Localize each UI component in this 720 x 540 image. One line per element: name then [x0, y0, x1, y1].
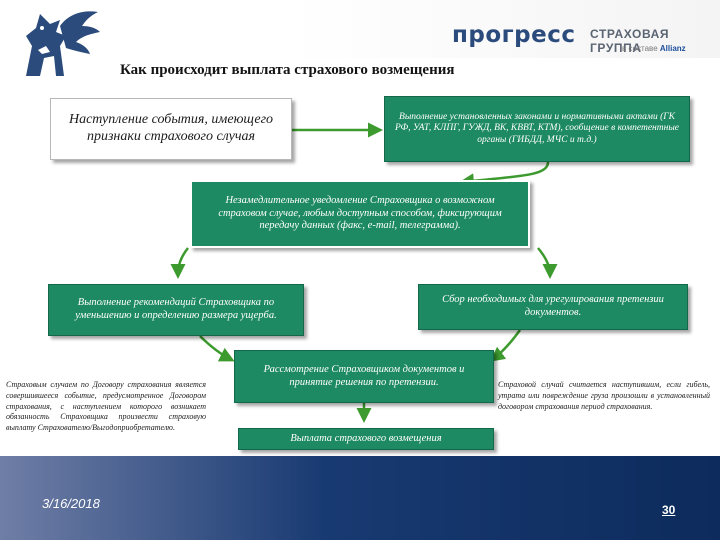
brand-note-prefix: в составе [622, 44, 658, 53]
box-event-text: Наступление события, имеющего признаки с… [68, 112, 274, 144]
box-review-text: Рассмотрение Страховщиком документов и п… [263, 363, 465, 388]
griffin-logo-icon [26, 11, 100, 76]
brand-note-partner: Allianz [659, 44, 686, 53]
slide-title: Как происходит выплата страхового возмещ… [120, 62, 455, 78]
arrow-collect-to-review [489, 329, 522, 362]
slide-date: 3/16/2018 [42, 496, 100, 511]
box-recommend: Выполнение рекомендаций Страховщика по у… [48, 284, 304, 336]
box-payout-text: Выплата страхового возмещения [290, 432, 442, 444]
arrow-notify-to-recommend [170, 247, 189, 279]
note-insured-event-occurrence: Страховой случай считается наступившим, … [498, 380, 710, 411]
header-band [0, 0, 720, 58]
box-recommend-text: Выполнение рекомендаций Страховщика по у… [75, 297, 277, 321]
box-payout: Выплата страхового возмещения [238, 428, 494, 450]
box-event: Наступление события, имеющего признаки с… [50, 98, 292, 160]
box-notify: Незамедлительное уведомление Страховщика… [190, 180, 530, 248]
box-notify-text: Незамедлительное уведомление Страховщика… [218, 195, 502, 232]
brand-name: прогресс [452, 22, 576, 48]
brand-subtitle: СТРАХОВАЯ ГРУППА [590, 27, 670, 55]
box-collect: Сбор необходимых для урегулирования прет… [418, 284, 688, 330]
box-legal: Выполнение установленных законами и норм… [384, 96, 690, 162]
brand-partner-note: в составе Allianz [622, 44, 686, 53]
arrow-notify-to-collect [537, 247, 558, 279]
footer-band [0, 456, 720, 540]
box-collect-text: Сбор необходимых для урегулирования прет… [442, 294, 664, 318]
arrow-recommend-to-review [199, 335, 235, 362]
box-review: Рассмотрение Страховщиком документов и п… [234, 350, 494, 403]
page-number: 30 [662, 503, 676, 517]
box-legal-text: Выполнение установленных законами и норм… [395, 111, 679, 145]
note-insured-event-definition: Страховым случаем по Договору страховани… [6, 380, 206, 433]
arrow-legal-to-notify [459, 161, 550, 189]
